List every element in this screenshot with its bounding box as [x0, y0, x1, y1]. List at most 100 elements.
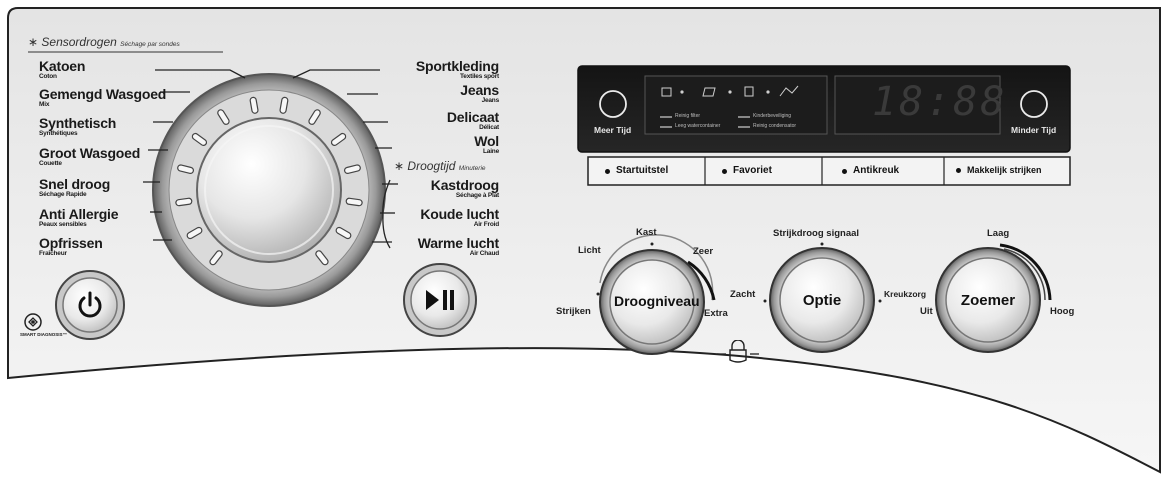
bullet-dot: [956, 168, 961, 173]
bullet-dot: [722, 168, 727, 174]
program-sub: Synthétiques: [39, 130, 78, 137]
dry-level-extra: Extra: [704, 308, 728, 319]
easy-iron-label: Makkelijk strijken: [967, 165, 1042, 175]
program-snel-droog[interactable]: Snel droog Séchage Rapide: [39, 177, 110, 199]
timed-dry-header: ∗ Droogtijd Minuterie: [394, 160, 486, 173]
program-label: Warme lucht: [417, 235, 499, 251]
program-delicaat[interactable]: Delicaat Délicat: [447, 110, 499, 132]
program-sub: Coton: [39, 73, 57, 80]
bullet-dot: [842, 168, 847, 174]
program-led: [343, 164, 361, 175]
indicator-child-lock: Kinderbeveiliging: [753, 113, 792, 119]
program-label: Jeans: [460, 82, 499, 98]
program-sub: Jeans: [481, 97, 500, 104]
program-sub: Mix: [39, 101, 50, 108]
start-pause-button[interactable]: [404, 264, 476, 336]
anti-crease-button[interactable]: Antikreuk: [842, 166, 899, 176]
program-led: [249, 96, 259, 114]
program-sub: Peaux sensibles: [39, 221, 87, 228]
more-time-button[interactable]: [598, 89, 628, 119]
program-sub: Air Chaud: [469, 250, 499, 257]
smart-diagnosis[interactable]: SMART DIAGNOSIS™: [20, 312, 67, 338]
sensor-dry-header: ∗ Sensordrogen Séchage par sondes: [28, 36, 180, 49]
program-label: Anti Allergie: [39, 206, 119, 222]
program-sub: Air Froid: [473, 221, 499, 228]
program-sub: Laine: [483, 148, 499, 155]
buzzer-right-label: Hoog: [1050, 306, 1075, 317]
buzzer-label: Zoemer: [960, 292, 1016, 309]
header-star: ∗: [28, 35, 39, 49]
easy-iron-button[interactable]: Makkelijk strijken: [956, 166, 1042, 175]
program-label: Katoen: [39, 58, 86, 74]
buzzer-knob-graphic: [935, 243, 1052, 353]
program-kastdroog[interactable]: Kastdroog Séchage à Plat: [431, 178, 499, 200]
program-sub: Textiles sport: [460, 73, 499, 80]
dry-level-strijken: Strijken: [556, 306, 591, 317]
program-led: [345, 197, 363, 207]
program-led: [330, 132, 347, 146]
option-label: Optie: [802, 292, 842, 309]
option-left-label: Zacht: [730, 289, 756, 300]
more-time-label: Meer Tijd: [594, 125, 632, 135]
program-led: [315, 250, 329, 266]
option-right-label: Kreukzorg: [884, 289, 927, 299]
play-pause-icon: [426, 290, 454, 310]
child-lock-indicator: [715, 339, 761, 368]
program-label: Kastdroog: [430, 177, 499, 193]
indicator-clean-condenser: Reinig condensator: [753, 123, 797, 129]
program-led: [217, 109, 230, 125]
program-label: Gemengd Wasgoed: [39, 86, 167, 102]
program-groot-wasgoed[interactable]: Groot Wasgoed Couette: [39, 146, 140, 168]
program-led: [186, 226, 203, 240]
program-label: Groot Wasgoed: [39, 145, 141, 161]
smart-diagnosis-icon: [24, 313, 42, 331]
display-graphic: [577, 65, 1071, 186]
program-wol[interactable]: Wol Laine: [474, 134, 499, 156]
program-sub: Séchage Rapide: [39, 191, 87, 198]
program-label: Sportkleding: [415, 58, 499, 74]
power-button[interactable]: [56, 271, 124, 339]
start-pause-button-graphic: [403, 263, 477, 337]
program-led: [175, 197, 193, 207]
less-time-button[interactable]: [1019, 89, 1049, 119]
power-icon: [78, 291, 102, 318]
delayed-start-button[interactable]: Startuitstel: [605, 166, 668, 176]
program-selector-knob[interactable]: [197, 118, 341, 262]
time-readout: 18:88: [872, 79, 1008, 125]
program-led: [308, 109, 321, 125]
anti-crease-label: Antikreuk: [853, 165, 900, 176]
program-gemengd-wasgoed[interactable]: Gemengd Wasgoed Mix: [39, 87, 166, 109]
program-anti-allergie[interactable]: Anti Allergie Peaux sensibles: [39, 206, 119, 229]
program-led: [191, 132, 208, 146]
child-lock-icon: [717, 339, 759, 363]
program-opfrissen[interactable]: Opfrissen Fraîcheur: [39, 236, 103, 258]
timed-header-star: ∗: [394, 159, 405, 173]
indicator-clean-filter: Reinig filter: [675, 113, 701, 119]
program-led: [209, 250, 223, 266]
dry-level-knob-graphic: [599, 234, 716, 355]
program-warme-lucht[interactable]: Warme lucht Air Chaud: [418, 236, 499, 258]
program-koude-lucht[interactable]: Koude lucht Air Froid: [420, 207, 499, 229]
dry-level-label: Droogniveau: [614, 293, 700, 309]
favorite-button[interactable]: Favoriet: [722, 166, 772, 176]
program-synthetisch[interactable]: Synthetisch Synthétiques: [39, 116, 116, 138]
program-katoen[interactable]: Katoen Coton: [39, 59, 85, 81]
dry-level-licht: Licht: [578, 245, 601, 256]
dry-level-zeer: Zeer: [693, 246, 714, 257]
favorite-label: Favoriet: [733, 165, 772, 176]
program-jeans[interactable]: Jeans Jeans: [460, 83, 499, 105]
program-led: [177, 164, 195, 175]
program-label: Opfrissen: [39, 235, 103, 251]
program-label: Snel droog: [39, 176, 111, 192]
program-sportkleding[interactable]: Sportkleding Textiles sport: [416, 59, 499, 81]
program-label: Delicaat: [446, 109, 499, 125]
option-top-label: Strijkdroog signaal: [773, 228, 860, 239]
program-dial: [143, 69, 398, 307]
delayed-start-label: Startuitstel: [616, 165, 669, 176]
buzzer-left-label: Uit: [920, 306, 933, 317]
program-sub: Séchage à Plat: [455, 192, 499, 199]
buzzer-top-label: Laag: [987, 228, 1010, 239]
option-knob-graphic: [769, 247, 875, 353]
dry-level-kast: Kast: [636, 227, 657, 238]
